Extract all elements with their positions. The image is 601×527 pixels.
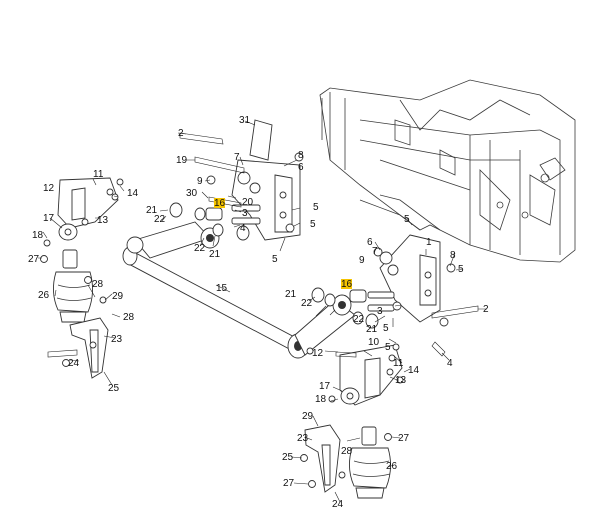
callout-5-right-d: 5 [385,342,391,353]
callout-27-left: 27 [28,254,40,265]
callout-16-left: 16 [214,198,226,209]
callout-28-left-a: 28 [92,279,104,290]
callout-23-right: 23 [297,433,309,444]
control-arm-right [294,294,356,356]
lower-mount-left [69,296,109,379]
control-arm-left [126,221,220,259]
air-spring-right [349,426,391,499]
lower-mount-right [304,424,341,493]
callout-2-upper-left: 2 [178,128,184,139]
callout-5-left-b: 5 [310,219,316,230]
callout-24-right: 24 [332,499,344,510]
callout-12-right: 12 [312,348,324,359]
callout-12-left: 12 [43,183,55,194]
callout-27-right-a: 27 [398,433,410,444]
callout-22-right-b: 22 [353,314,365,325]
callout-26-right: 26 [386,461,398,472]
callout-24-left: 24 [68,358,80,369]
callout-22-right-a: 22 [301,298,313,309]
callout-28-right: 28 [341,446,353,457]
callout-25-right: 25 [282,452,294,463]
callout-15: 15 [216,283,228,294]
bracket-upper-right [379,234,441,323]
callout-18-right: 18 [315,394,327,405]
callout-8-right: 8 [450,250,456,261]
callout-2-right: 2 [483,304,489,315]
callout-21-left-a: 21 [146,205,158,216]
callout-5-left-c: 5 [272,254,278,265]
callout-17-right: 17 [319,381,331,392]
callout-9-upper-left: 9 [197,176,203,187]
callout-22-left-b: 22 [194,243,206,254]
callout-27-right-b: 27 [283,478,295,489]
callout-29-left: 29 [112,291,124,302]
callout-25-left: 25 [108,383,120,394]
callout-14-right: 14 [408,365,420,376]
callout-17-left: 17 [43,213,55,224]
callout-labels: 2 19 31 7 8 6 9 30 16 20 3 4 5 5 5 21 22… [28,115,489,510]
callout-16-right: 16 [341,279,353,290]
highlight-16-right [341,279,352,289]
callout-3-right: 3 [377,306,383,317]
callout-20: 20 [242,197,254,208]
callout-5-right-c: 5 [383,323,389,334]
callout-28-left-b: 28 [123,312,135,323]
callout-13-right: 13 [395,375,407,386]
callout-6-right: 6 [367,237,373,248]
callout-18-left: 18 [32,230,44,241]
air-spring-left [53,249,93,323]
lower-bracket-right [339,344,403,406]
hardware-left-group [169,132,304,241]
bracket-upper-left [231,119,301,241]
callout-3-left: 3 [242,208,248,219]
callout-4-left: 4 [240,223,246,234]
callout-5-left-a: 5 [313,202,319,213]
highlight-16-left [214,198,225,208]
axle-tube [122,246,309,359]
callout-26-left: 26 [38,290,50,301]
callout-11-right: 11 [393,358,404,369]
callout-11-left: 11 [93,169,104,180]
callout-21-right-a: 21 [285,289,297,300]
callout-5-right-a: 5 [404,214,410,225]
callout-21-right-b: 21 [366,324,378,335]
callout-9-right: 9 [359,255,365,266]
callout-5-right-b: 5 [458,264,464,275]
callout-13-left: 13 [97,215,109,226]
callout-14-left: 14 [127,188,139,199]
vehicle-frame [319,79,576,263]
hardware-right-group [311,247,479,357]
callout-21-left-b: 21 [209,249,221,260]
callout-19: 19 [176,155,188,166]
callout-6-upper-left: 6 [298,162,304,173]
lower-bracket-left [57,177,119,241]
callout-1-right: 1 [426,237,432,248]
callout-4-right: 4 [447,358,453,369]
callout-22-left-a: 22 [154,214,166,225]
callout-10-right: 10 [368,337,380,348]
callout-30: 30 [186,188,198,199]
callout-7-right: 7 [372,246,378,257]
leader-lines [38,120,487,503]
callout-7-upper: 7 [234,152,240,163]
callout-23-left: 23 [111,334,123,345]
callout-29-right: 29 [302,411,314,422]
callout-8-upper-left: 8 [298,150,304,161]
callout-31: 31 [239,115,251,126]
